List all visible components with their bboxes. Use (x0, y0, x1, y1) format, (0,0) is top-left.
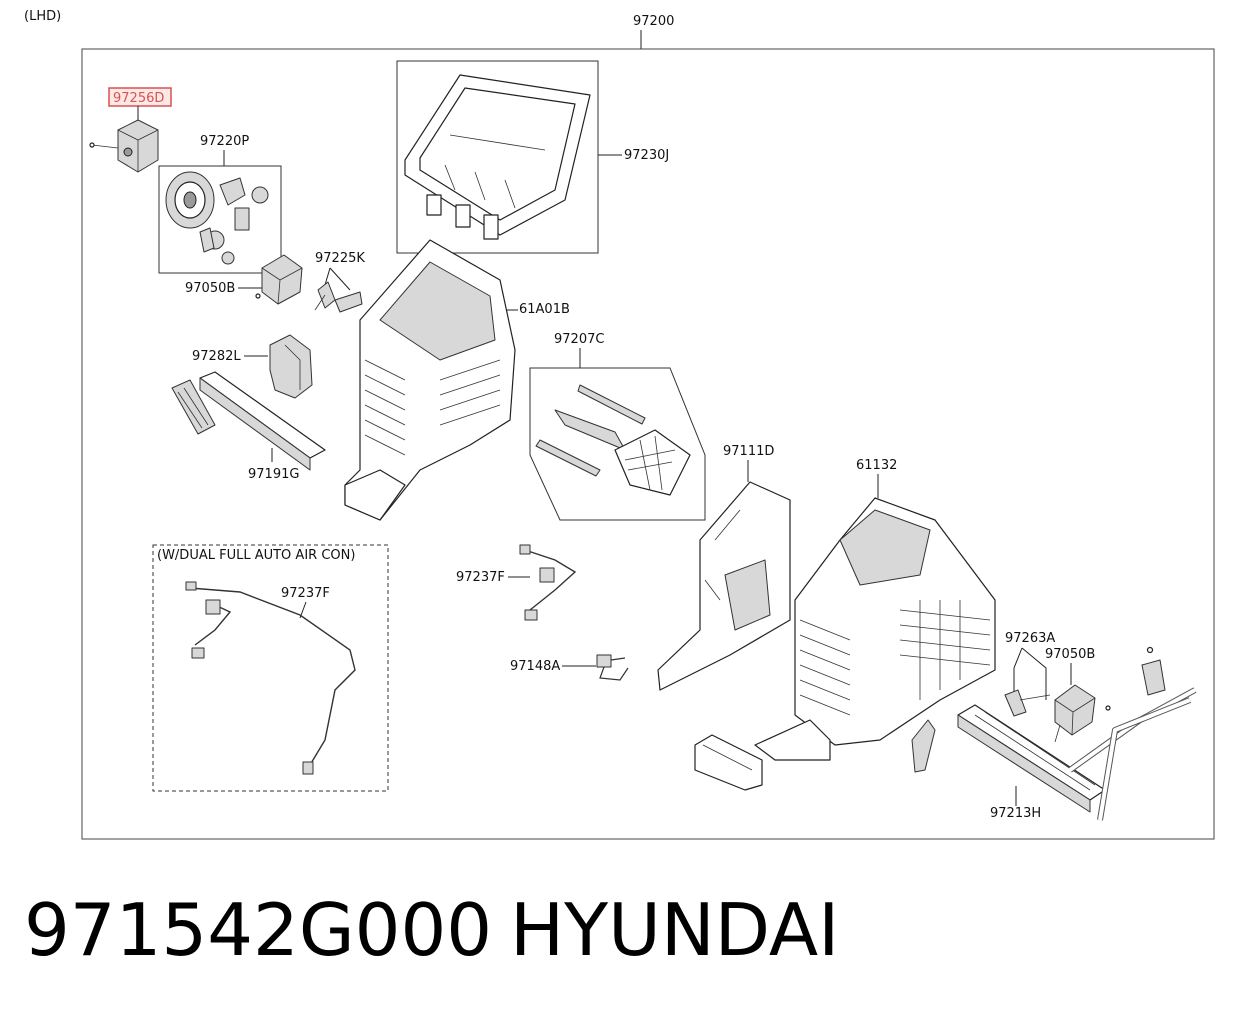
variant-label: (LHD) (24, 9, 61, 24)
part-label-97111D: 97111D (723, 444, 774, 459)
sensor-97148A-drawing (596, 654, 629, 681)
part-label-97282L: 97282L (192, 349, 241, 364)
assembly-frame (81, 48, 1215, 840)
harness-97237F-main-drawing (519, 544, 577, 621)
part-label-97220P: 97220P (200, 134, 249, 149)
harness-97237F-option-drawing (185, 581, 356, 775)
box-97220P (158, 165, 282, 274)
link-97263A-drawing (1004, 689, 1051, 717)
duct-adapter-drawing (694, 734, 763, 791)
assembly-number-label: 97200 (633, 14, 674, 29)
part-label-97237F-main: 97237F (456, 570, 505, 585)
footer-brand: HYUNDAI (510, 888, 840, 972)
lower-case-61132-drawing (754, 497, 996, 761)
linkage-set-97207C-drawing (535, 384, 691, 496)
part-label-61132: 61132 (856, 458, 897, 473)
part-label-97263A: 97263A (1005, 631, 1055, 646)
option-box (152, 544, 389, 792)
box-97230J (396, 60, 599, 254)
part-label-97148A: 97148A (510, 659, 560, 674)
part-label-97050B-top: 97050B (185, 281, 235, 296)
heater-core-97213H-drawing (957, 646, 1197, 821)
footer-part-number: 971542G000 (24, 888, 493, 972)
gear-set-97220P-drawing (165, 171, 269, 265)
seal-drawing (911, 719, 936, 773)
part-label-97213H: 97213H (990, 806, 1041, 821)
filter-97191G-drawing (171, 371, 326, 471)
parts-diagram: (LHD) 97200 97256D 97220P 97230J (24, 9, 1215, 840)
link-97225K-drawing (314, 281, 363, 313)
part-label-97050B-right: 97050B (1045, 647, 1095, 662)
upper-case-61A01B-drawing (344, 239, 516, 521)
leader-97225K (324, 267, 351, 291)
part-label-97207C: 97207C (554, 332, 604, 347)
actuator-97050B-right-drawing (1054, 684, 1111, 743)
option-box-label: (W/DUAL FULL AUTO AIR CON) (157, 548, 355, 563)
part-label-97191G: 97191G (248, 467, 299, 482)
part-label-97237F-option: 97237F (281, 586, 330, 601)
panel-97111D-drawing (657, 481, 791, 691)
leader-97263A (1013, 647, 1047, 700)
part-label-97230J: 97230J (624, 148, 669, 163)
part-label-97225K: 97225K (315, 251, 365, 266)
part-label-61A01B: 61A01B (519, 302, 570, 317)
actuator-97256D-drawing (89, 119, 159, 173)
duct-97282L-drawing (269, 334, 313, 399)
actuator-97050B-top-drawing (255, 254, 303, 305)
cover-frame-97230J-drawing (404, 74, 591, 240)
box-97207C (529, 367, 706, 521)
highlight-box-97256D[interactable] (108, 87, 172, 107)
part-label-97256D[interactable]: 97256D (113, 91, 164, 106)
